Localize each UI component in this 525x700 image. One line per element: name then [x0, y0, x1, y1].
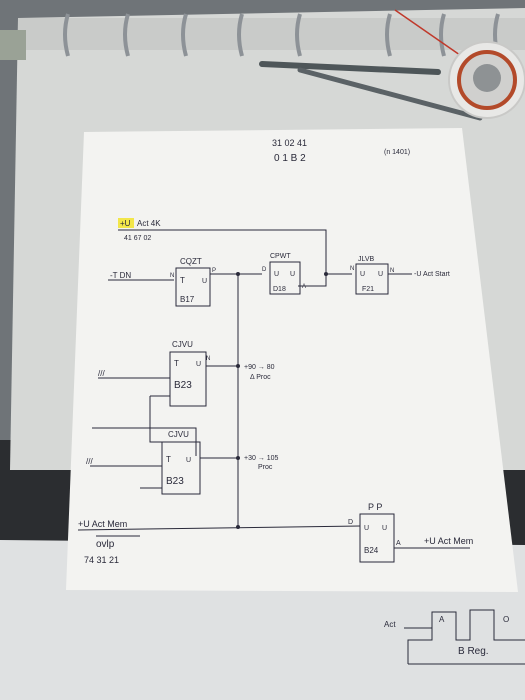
wire-act-mem: [77, 525, 361, 531]
junction-dot: [236, 364, 240, 368]
junction-dot: [324, 272, 328, 276]
block-pp-u2: U: [382, 525, 387, 532]
top-left-code: 41 67 02: [124, 235, 151, 242]
block-pp-title: P P: [368, 502, 382, 512]
block-cpwt-u1: U: [274, 271, 279, 278]
block-cjvu-lower: CJVU T U B23: [161, 430, 201, 495]
schematic-paper: [66, 128, 518, 592]
block-cqzt-title: CQZT: [180, 257, 202, 266]
block-cjvu-upper-title: CJVU: [172, 340, 193, 349]
act-4k-label: Act 4K: [137, 219, 161, 228]
junction-dot: [236, 272, 240, 276]
block-cpwt-box: [269, 261, 301, 295]
ring-5: [295, 13, 302, 57]
block-cjvu-upper: CJVU T U N B23: [169, 340, 210, 407]
proc2-line1: +30 → 105: [244, 455, 279, 462]
proc1-line2: Δ Proc: [250, 374, 271, 381]
block-cjvu-lower-t: T: [166, 455, 171, 464]
ring-3: [181, 13, 188, 57]
block-cjvu-lower-id: B23: [166, 476, 184, 487]
block-cpwt-u2: U: [290, 271, 295, 278]
act-start-label: -U Act Start: [414, 271, 450, 278]
block-cpwt-id: D18: [273, 286, 286, 293]
wire-act-4k: [118, 229, 327, 272]
corner-note: (n 1401): [384, 149, 410, 156]
ovlp-label: ovlp: [96, 539, 115, 550]
sketch-act-label: Act: [384, 620, 396, 629]
tools: [259, 9, 525, 121]
block-cjvu-upper-out-pin: N: [206, 356, 210, 362]
highlighter-mark: [118, 218, 134, 228]
block-cqzt-id: B17: [180, 295, 195, 304]
block-cqzt-in-pin: N: [170, 273, 174, 279]
block-jlvb-u2: U: [378, 271, 383, 278]
block-jlvb-id: F21: [362, 286, 374, 293]
slash-label-2: ///: [86, 457, 93, 466]
ring-6: [385, 13, 392, 57]
block-pp-id: B24: [364, 546, 379, 555]
block-cjvu-lower-title: CJVU: [168, 430, 189, 439]
sketch-a-label: A: [439, 615, 445, 624]
block-jlvb-in-pin: N: [350, 266, 354, 272]
act-mem-right-label: +U Act Mem: [424, 536, 473, 546]
block-cqzt-t: T: [180, 276, 185, 285]
sketch-b-reg-label: B Reg.: [458, 646, 489, 657]
block-cqzt-out-pin: P: [212, 268, 216, 274]
header-line-1: 31 02 41: [272, 138, 307, 148]
highlighted-label: +U: [120, 219, 131, 228]
block-pp-box: [359, 513, 395, 563]
ring-1: [63, 13, 70, 57]
junction-dots: [236, 272, 328, 529]
binder-corner: [0, 30, 26, 60]
block-jlvb-out-pin: N: [390, 268, 394, 274]
binder-rings: [63, 13, 500, 57]
sketch-outline: [407, 609, 525, 664]
block-pp-u1: U: [364, 525, 369, 532]
block-cjvu-upper-u: U: [196, 361, 201, 368]
binder-spine: [18, 18, 525, 50]
block-cjvu-lower-box: [161, 441, 201, 495]
block-cjvu-upper-box: [169, 351, 207, 407]
wire-d18-f21: [298, 273, 352, 287]
t-dn-label: -T DN: [110, 271, 131, 280]
wire-middle: [92, 427, 197, 456]
bottom-code: 74 31 21: [84, 555, 119, 565]
block-cpwt-title: CPWT: [270, 253, 291, 260]
block-cpwt: CPWT D U U D18 A: [262, 253, 306, 295]
block-jlvb-box: [355, 263, 389, 295]
slash-label-1: ///: [98, 369, 105, 378]
red-wire: [394, 9, 471, 63]
block-cjvu-upper-t: T: [174, 359, 179, 368]
block-cpwt-d: D: [262, 267, 267, 273]
block-cpwt-out-pin: A: [302, 284, 306, 290]
junction-dot: [236, 525, 240, 529]
act-mem-left-label: +U Act Mem: [78, 519, 127, 529]
block-cqzt-u: U: [202, 278, 207, 285]
block-cqzt: CQZT N P T U B17: [170, 257, 216, 307]
junction-dot: [236, 456, 240, 460]
block-jlvb-title: JLVB: [358, 256, 375, 263]
block-pp-in-pin: D: [348, 519, 353, 526]
ring-2: [123, 13, 130, 57]
pliers-handle: [259, 61, 441, 75]
block-cqzt-box: [175, 267, 211, 307]
block-cjvu-lower-u: U: [186, 457, 191, 464]
header-line-2: 0 1 B 2: [274, 153, 306, 164]
spool-hub: [473, 64, 501, 92]
block-pp-out-pin: A: [396, 540, 401, 547]
tweezers: [297, 67, 483, 121]
block-cjvu-upper-id: B23: [174, 380, 192, 391]
block-pp: P P D U U B24 A: [348, 502, 401, 563]
ring-4: [237, 13, 244, 57]
sketch-o-label: O: [503, 615, 509, 624]
block-jlvb: JLVB N U U N F21: [350, 256, 394, 295]
ring-7: [439, 13, 446, 57]
block-jlvb-u1: U: [360, 271, 365, 278]
proc2-line2: Proc: [258, 464, 273, 471]
proc1-line1: +90 → 80: [244, 364, 275, 371]
second-sheet-sketch: [404, 609, 525, 665]
